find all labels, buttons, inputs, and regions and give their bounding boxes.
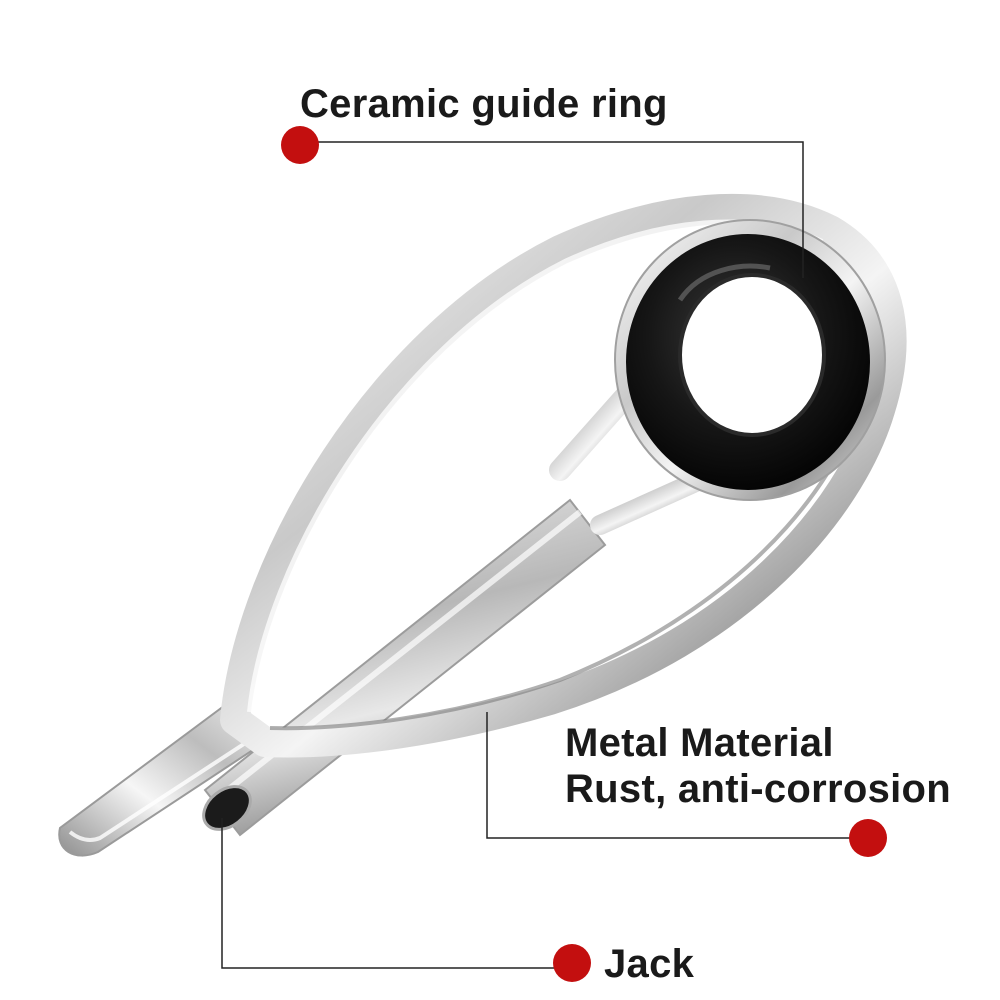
callout-metal-line1: Metal Material <box>565 721 834 765</box>
leader-line-metal <box>486 712 870 839</box>
leader-line-ceramic <box>300 141 804 278</box>
marker-ceramic <box>281 126 319 164</box>
guide-foot <box>58 698 267 857</box>
markers <box>281 126 887 982</box>
callout-jack: Jack <box>604 942 695 986</box>
ceramic-ring <box>614 219 886 501</box>
callout-metal-line2: Rust, anti-corrosion <box>565 767 952 811</box>
leader-lines <box>221 141 870 969</box>
leader-line-jack <box>221 818 570 969</box>
jack-opening <box>202 785 252 831</box>
marker-jack <box>553 944 591 982</box>
callout-ceramic-ring: Ceramic guide ring <box>300 82 668 126</box>
callout-metal-material: Metal Material Rust, anti-corrosion <box>565 720 951 812</box>
marker-metal <box>849 819 887 857</box>
